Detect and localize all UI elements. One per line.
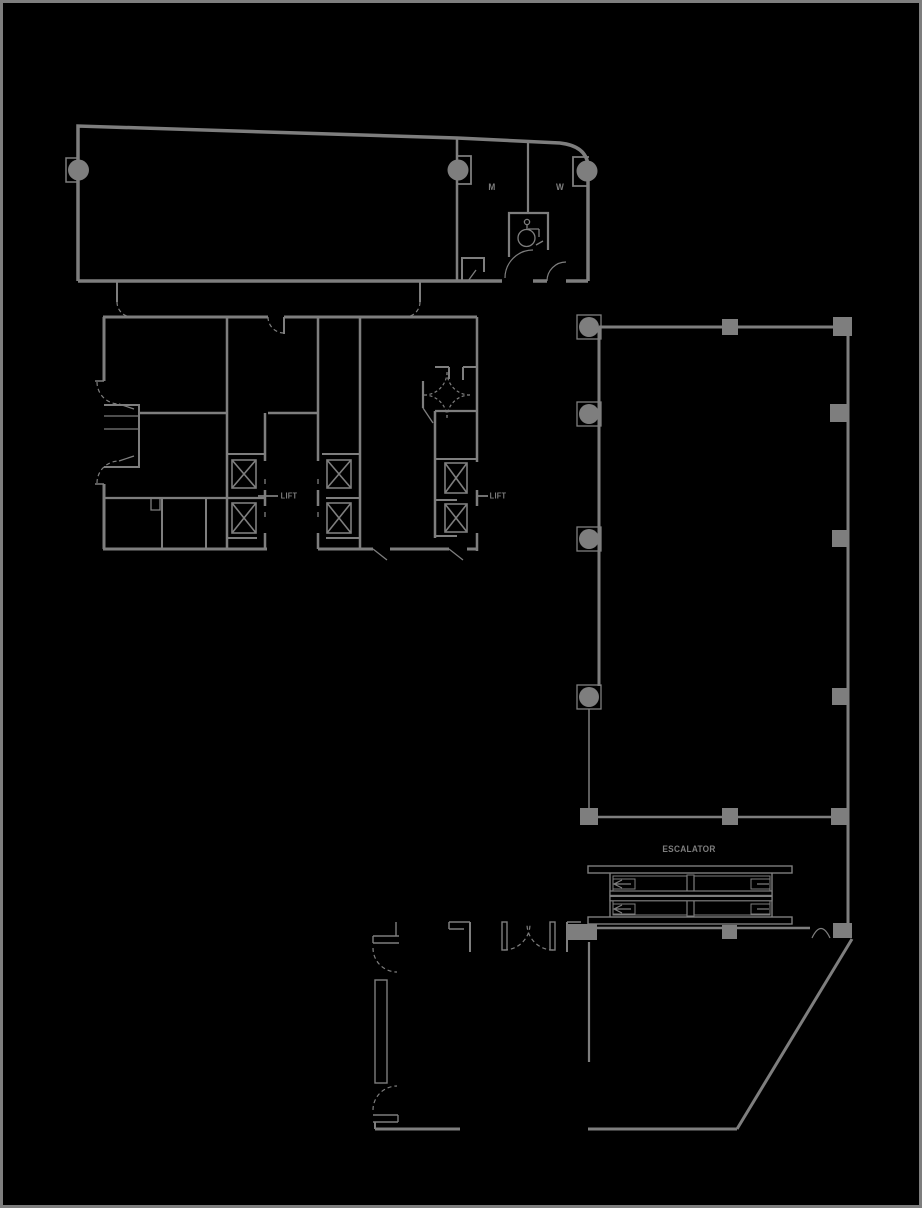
mens-room-label: M — [488, 182, 496, 192]
womens-room-label: W — [555, 182, 565, 192]
lift-bank-left — [225, 317, 278, 549]
storefront-left-doors — [372, 922, 399, 1129]
accessible-toilet-room — [504, 211, 567, 282]
lift-label-right: LIFT — [489, 491, 507, 501]
top-block-walls — [76, 124, 590, 283]
main-double-door — [448, 921, 581, 952]
vestibule-double-doors-star — [421, 366, 477, 424]
escalator-label: ESCALATOR — [662, 844, 716, 854]
escalator-direction-arrows — [612, 879, 631, 914]
hall-structure — [576, 314, 852, 938]
core-block-walls — [95, 315, 477, 561]
lift-bank-middle — [316, 317, 362, 549]
door-swing-arc — [811, 927, 831, 939]
lift-bank-right — [433, 317, 488, 551]
closet-room — [461, 257, 485, 282]
lift-label-left: LIFT — [280, 491, 298, 501]
escalator — [587, 865, 793, 925]
top-block-columns — [65, 155, 598, 187]
doorways-to-core — [116, 281, 421, 318]
diagonal-facade-wall — [735, 938, 854, 1130]
wheelchair-icon — [517, 218, 544, 248]
entrance-area — [375, 923, 854, 1131]
